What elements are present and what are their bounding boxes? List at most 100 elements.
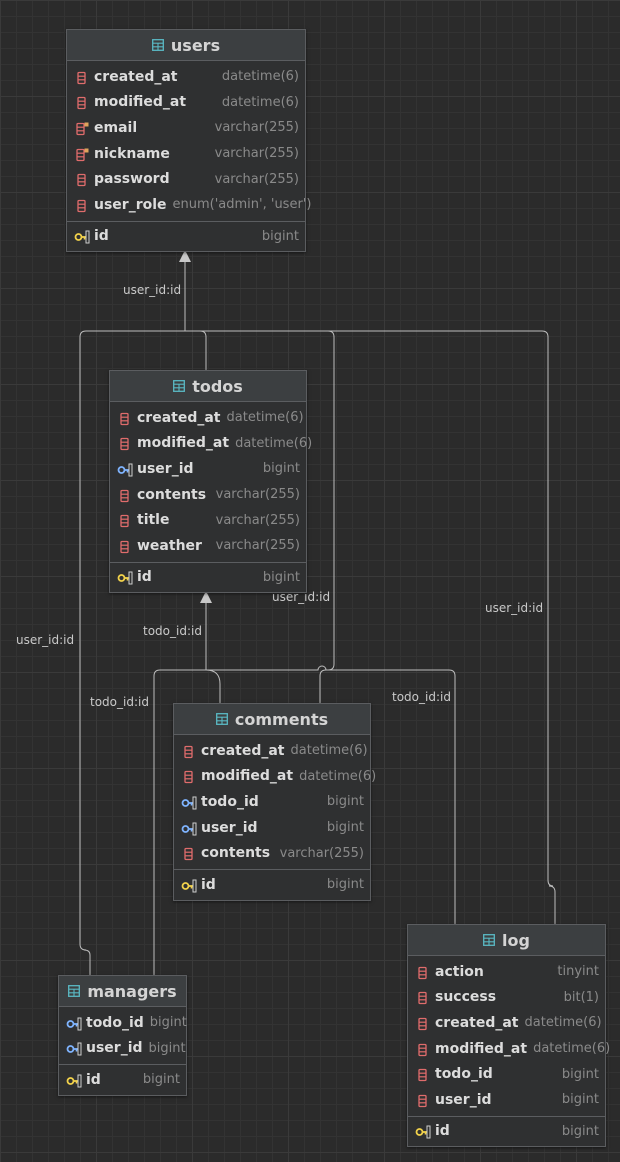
field-type: bigint <box>261 228 299 244</box>
todos-users-connector <box>185 330 207 370</box>
field-name: nickname <box>94 145 170 162</box>
managers-table-header[interactable]: managers <box>59 976 186 1007</box>
table-icon <box>215 713 228 725</box>
primary-key-icon <box>74 229 90 244</box>
users-field-nickname[interactable]: nickname varchar(255) <box>67 141 305 167</box>
primary-key-icon <box>117 570 133 585</box>
field-type: enum('admin', 'user') <box>172 197 312 213</box>
log-field-id[interactable]: id bigint <box>408 1119 605 1145</box>
field-name: todo_id <box>201 793 259 810</box>
primary-key-icon <box>415 1124 431 1139</box>
field-name: created_at <box>94 68 178 85</box>
comments-field-created_at[interactable]: created_at datetime(6) <box>174 738 370 764</box>
comments-field-id[interactable]: id bigint <box>174 872 370 898</box>
todos-arrowhead <box>200 591 212 603</box>
foreign-key-icon <box>181 795 197 810</box>
foreign-key-icon <box>117 462 133 477</box>
field-type: varchar(255) <box>215 487 300 503</box>
index-column-icon <box>74 147 90 161</box>
field-type: varchar(255) <box>214 171 299 187</box>
field-type: varchar(255) <box>214 146 299 162</box>
users-field-id[interactable]: id bigint <box>67 224 305 250</box>
field-type: datetime(6) <box>235 435 313 451</box>
table-name: comments <box>234 709 329 729</box>
managers-todos-connector <box>153 669 206 975</box>
primary-key-icon <box>181 878 197 893</box>
managers-users-connector <box>79 330 185 975</box>
column-icon <box>415 1093 431 1107</box>
field-type: datetime(6) <box>290 743 368 759</box>
field-name: title <box>137 512 170 529</box>
comments-table[interactable]: comments created_at datetime(6) modified_at… <box>173 703 376 901</box>
relation-label-comments-users: user_id:id <box>272 590 331 604</box>
field-name: modified_at <box>435 1040 528 1057</box>
column-icon <box>415 990 431 1005</box>
field-type: bigint <box>326 877 364 893</box>
field-type: datetime(6) <box>226 410 304 426</box>
column-icon <box>181 769 197 784</box>
field-name: id <box>86 1071 101 1088</box>
field-name: contents <box>137 486 207 503</box>
field-name: user_id <box>435 1091 492 1108</box>
table-name: users <box>170 35 221 55</box>
field-name: created_at <box>201 742 285 759</box>
log-table-header[interactable]: log <box>408 925 605 956</box>
todos-field-modified_at[interactable]: modified_at datetime(6) <box>110 431 312 457</box>
field-name: success <box>435 989 497 1006</box>
field-type: bigint <box>326 820 364 836</box>
comments-primary-key-section: id bigint <box>174 868 370 900</box>
field-name: id <box>201 876 216 893</box>
users-table-header[interactable]: users <box>67 30 305 61</box>
field-name: modified_at <box>94 94 187 111</box>
field-type: varchar(255) <box>214 120 299 136</box>
users-field-modified_at[interactable]: modified_at datetime(6) <box>67 90 305 116</box>
field-type: bigint <box>561 1092 599 1108</box>
field-name: created_at <box>435 1014 519 1031</box>
column-icon <box>117 513 133 528</box>
field-type: datetime(6) <box>221 94 299 110</box>
table-name: managers <box>87 981 177 1001</box>
todos-table-header[interactable]: todos <box>110 371 306 402</box>
managers-field-id[interactable]: id bigint <box>59 1067 186 1093</box>
field-type: varchar(255) <box>215 538 300 554</box>
field-type: bigint <box>149 1015 187 1031</box>
field-type: bit(1) <box>563 989 599 1005</box>
field-name: id <box>435 1123 450 1140</box>
field-type: bigint <box>142 1072 180 1088</box>
field-name: modified_at <box>137 435 230 452</box>
log-field-success[interactable]: success bit(1) <box>408 985 605 1011</box>
field-name: id <box>94 228 109 245</box>
field-type: bigint <box>561 1123 599 1139</box>
field-name: modified_at <box>201 768 294 785</box>
column-icon <box>117 411 133 425</box>
log-field-user_id[interactable]: user_id bigint <box>408 1087 605 1113</box>
todos-field-contents[interactable]: contents varchar(255) <box>110 482 306 508</box>
comments-table-header[interactable]: comments <box>174 704 370 735</box>
relation-label-log-todos: todo_id:id <box>392 690 451 704</box>
table-name: todos <box>192 376 243 396</box>
column-icon <box>181 846 197 861</box>
